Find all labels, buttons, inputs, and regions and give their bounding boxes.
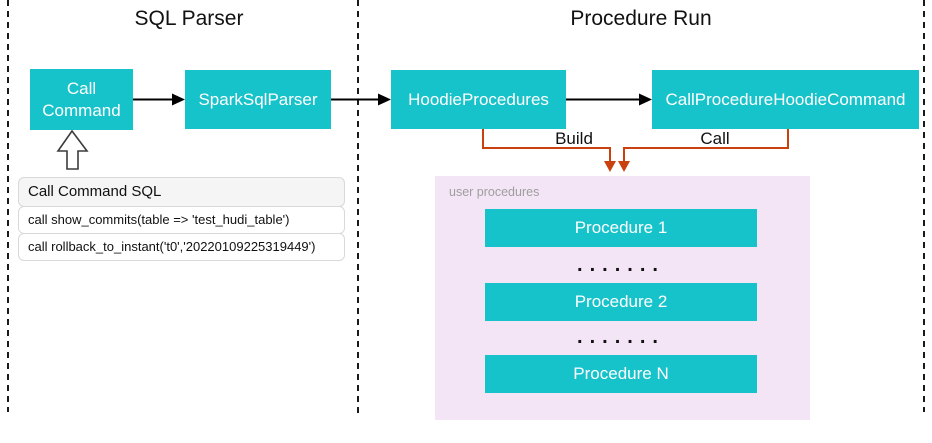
section-title-procedure-run: Procedure Run [570,7,712,30]
procedure-box: Procedure 2 [485,283,757,321]
section-title-sql-parser: SQL Parser [134,7,244,30]
sql-table-row: call rollback_to_instant('t0','202201092… [18,233,345,261]
procedure-box: Procedure 1 [485,209,757,247]
arrow-sparksqlparser-to-hoodieprocedures [331,93,391,106]
user-procedures-panel: user procedures Procedure 1 ....... Proc… [435,176,810,420]
arrow-callcommand-to-sparksqlparser [133,93,185,106]
call-command-sql-table: Call Command SQL call show_commits(table… [18,177,345,261]
sql-table-header: Call Command SQL [18,177,345,207]
build-edge-label: Build [555,129,593,148]
ellipsis-dots: ....... [577,326,665,348]
call-edge-label: Call [700,129,730,148]
node-sparksqlparser: SparkSqlParser [185,70,331,129]
up-arrow-icon [56,129,89,170]
node-hoodieprocedures: HoodieProcedures [391,70,566,129]
node-callprocedurehoodiecommand: CallProcedureHoodieCommand [652,70,919,129]
ellipsis-dots: ....... [577,254,665,276]
arrow-hoodieprocedures-to-callprocedurehoodiecommand [566,93,652,106]
sql-table-row: call show_commits(table => 'test_hudi_ta… [18,206,345,234]
node-call-command: Call Command [30,69,133,130]
user-procedures-label: user procedures [449,185,540,199]
procedure-box: Procedure N [485,355,757,393]
